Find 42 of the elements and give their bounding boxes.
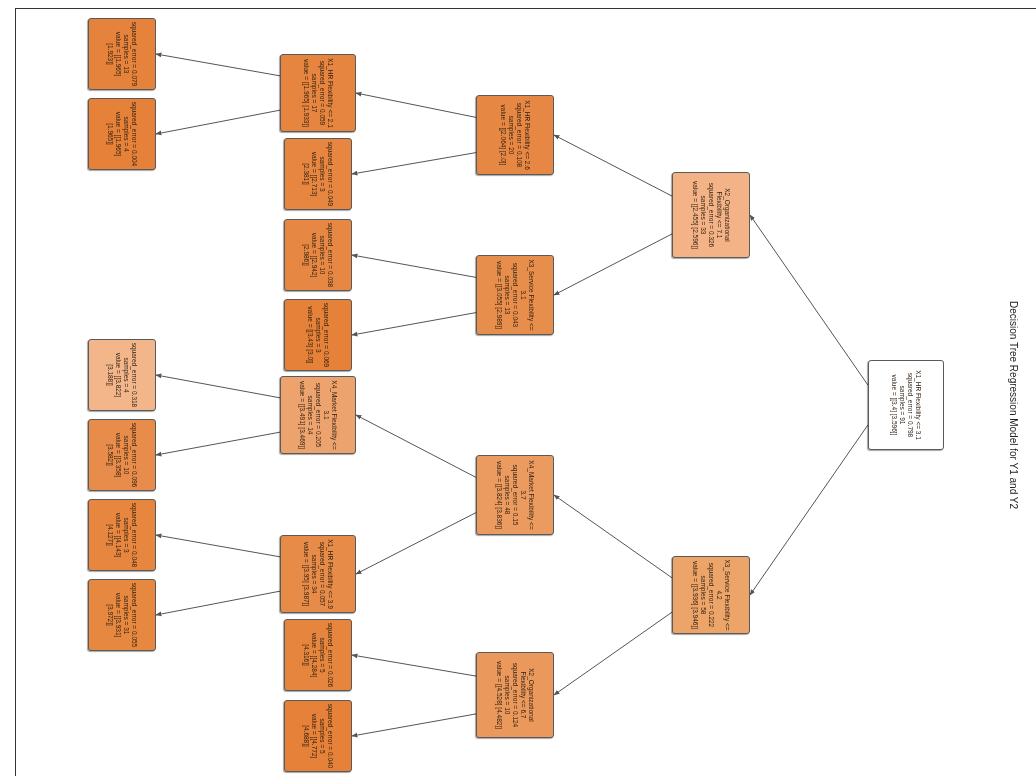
arrow (351, 713, 477, 738)
split-node-box (476, 255, 554, 335)
arrow (553, 233, 673, 296)
leaf-node-box (284, 138, 352, 210)
split-node-box (476, 95, 554, 175)
split-node-box (476, 652, 554, 738)
split-node-box (280, 376, 356, 454)
arrow (553, 134, 673, 197)
arrow (351, 253, 477, 278)
arrow (351, 152, 477, 176)
arrow (355, 512, 477, 575)
split-node-box (280, 535, 356, 613)
arrow (749, 214, 869, 386)
arrow (355, 414, 477, 478)
split-node-box (868, 360, 944, 450)
split-node-box (672, 172, 750, 258)
arrow (553, 611, 673, 696)
leaf-node-box (88, 579, 156, 651)
arrow (355, 91, 477, 118)
split-node-box (672, 556, 750, 634)
split-node-box (280, 54, 356, 132)
arrow (749, 424, 869, 596)
arrow (155, 590, 281, 617)
leaf-node-box (88, 499, 156, 571)
arrow (155, 533, 281, 558)
arrow (351, 312, 477, 337)
arrow (155, 373, 281, 399)
split-node-box (476, 455, 554, 535)
leaf-node-box (284, 619, 352, 691)
leaf-node-box (284, 219, 352, 291)
arrow (553, 494, 673, 579)
leaf-node-box (88, 339, 156, 411)
leaf-node-box (88, 98, 156, 170)
leaf-node-box (284, 299, 352, 371)
arrow (155, 109, 281, 136)
leaf-node-box (88, 18, 156, 90)
arrow (351, 653, 477, 677)
arrow (155, 52, 281, 77)
leaf-node-box (88, 419, 156, 491)
leaf-node-box (284, 700, 352, 772)
diagram-title: Decision Tree Regression Model for Y1 and Y2 (1007, 299, 1019, 512)
arrow (155, 431, 281, 457)
